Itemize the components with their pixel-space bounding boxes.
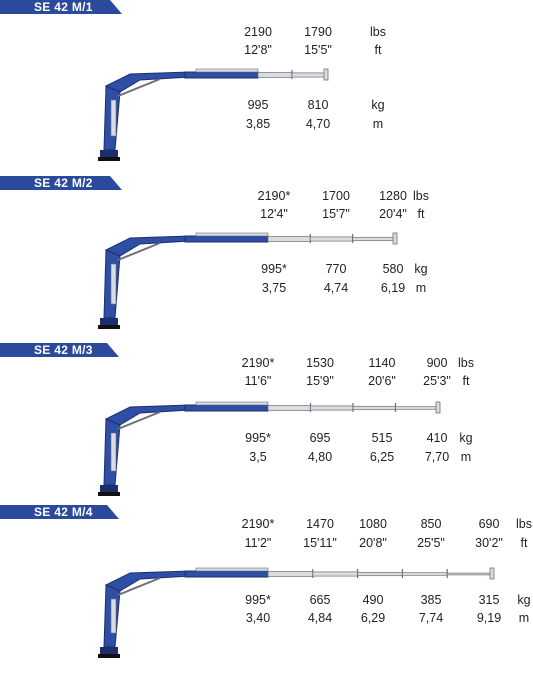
load-kg-value: 995 — [247, 98, 269, 112]
crane-drawing — [98, 401, 441, 496]
unit-lbs: lbs — [413, 189, 429, 203]
load-lbs-value: 1470 — [306, 517, 334, 531]
unit-m: m — [415, 281, 427, 295]
load-kg-value: 695 — [309, 431, 331, 445]
reach-ft-value: 20'4" — [379, 207, 407, 221]
crane-drawing — [98, 567, 495, 658]
load-kg-value: 410 — [426, 431, 448, 445]
reach-m-value: 6,19 — [380, 281, 406, 295]
load-kg-value: 995* — [245, 431, 271, 445]
crane-section: SE 42 M/2 2190* 12'4" 1700 15'7" 1280 20'4" lbs… — [0, 176, 533, 346]
reach-m-value: 4,84 — [307, 611, 333, 625]
reach-ft-value: 25'5" — [417, 536, 445, 550]
section-title: SE 42 M/3 — [34, 343, 93, 357]
reach-m-value: 7,74 — [418, 611, 444, 625]
reach-m-value: 4,80 — [307, 450, 333, 464]
unit-ft: ft — [374, 43, 382, 57]
load-kg-value: 995* — [261, 262, 287, 276]
reach-m-value: 9,19 — [476, 611, 502, 625]
crane-section: SE 42 M/1 2190 12'8" 1790 15'5" lbs ft 995 3,85 8… — [0, 0, 533, 170]
load-kg-value: 315 — [478, 593, 500, 607]
reach-m-value: 4,70 — [305, 117, 331, 131]
unit-kg: kg — [459, 431, 473, 445]
reach-ft-value: 20'8" — [359, 536, 387, 550]
load-lbs-value: 1530 — [306, 356, 334, 370]
unit-ft: ft — [417, 207, 425, 221]
reach-m-value: 3,40 — [245, 611, 271, 625]
load-lbs-value: 1140 — [368, 356, 396, 370]
section-banner — [0, 0, 122, 14]
reach-ft-value: 20'6" — [368, 374, 396, 388]
crane-drawing — [98, 232, 398, 329]
reach-ft-value: 12'8" — [244, 43, 272, 57]
load-lbs-value: 690 — [478, 517, 500, 531]
reach-ft-value: 25'3" — [423, 374, 451, 388]
load-kg-value: 810 — [307, 98, 329, 112]
load-kg-value: 580 — [382, 262, 404, 276]
load-kg-value: 490 — [362, 593, 384, 607]
section-banner — [0, 343, 119, 357]
unit-lbs: lbs — [458, 356, 474, 370]
reach-m-value: 7,70 — [424, 450, 450, 464]
unit-kg: kg — [371, 98, 385, 112]
load-kg-value: 385 — [420, 593, 442, 607]
reach-m-value: 6,25 — [369, 450, 395, 464]
reach-ft-value: 15'9" — [306, 374, 334, 388]
reach-ft-value: 11'6" — [244, 374, 272, 388]
unit-kg: kg — [414, 262, 428, 276]
unit-m: m — [518, 611, 530, 625]
load-lbs-value: 850 — [420, 517, 442, 531]
reach-m-value: 4,74 — [323, 281, 349, 295]
section-banner — [0, 505, 119, 519]
section-title: SE 42 M/2 — [34, 176, 93, 190]
reach-m-value: 3,75 — [261, 281, 287, 295]
load-kg-value: 995* — [245, 593, 271, 607]
crane-drawing — [98, 68, 329, 161]
reach-ft-value: 11'2" — [244, 536, 272, 550]
load-lbs-value: 1280 — [379, 189, 407, 203]
reach-ft-value: 12'4" — [260, 207, 288, 221]
reach-m-value: 6,29 — [360, 611, 386, 625]
load-lbs-value: 1700 — [322, 189, 350, 203]
reach-ft-value: 15'5" — [304, 43, 332, 57]
section-title: SE 42 M/1 — [34, 0, 93, 14]
load-kg-value: 665 — [309, 593, 331, 607]
unit-m: m — [372, 117, 384, 131]
load-lbs-value: 1080 — [359, 517, 387, 531]
load-lbs-value: 1790 — [304, 25, 332, 39]
load-kg-value: 515 — [371, 431, 393, 445]
unit-m: m — [460, 450, 472, 464]
section-banner — [0, 176, 122, 190]
load-lbs-value: 2190* — [257, 189, 291, 203]
load-kg-value: 770 — [325, 262, 347, 276]
load-lbs-value: 2190* — [241, 356, 275, 370]
unit-ft: ft — [520, 536, 528, 550]
reach-ft-value: 15'7" — [322, 207, 350, 221]
reach-m-value: 3,85 — [245, 117, 271, 131]
load-lbs-value: 900 — [426, 356, 448, 370]
reach-ft-value: 30'2" — [475, 536, 503, 550]
unit-lbs: lbs — [516, 517, 532, 531]
crane-section: SE 42 M/3 2190* 11'6" 1530 15'9" 1140 20'6" 900… — [0, 343, 533, 513]
unit-ft: ft — [462, 374, 470, 388]
reach-ft-value: 15'11" — [303, 536, 337, 550]
unit-kg: kg — [517, 593, 531, 607]
section-title: SE 42 M/4 — [34, 505, 93, 519]
load-lbs-value: 2190* — [241, 517, 275, 531]
unit-lbs: lbs — [370, 25, 386, 39]
crane-section: SE 42 M/4 2190* 11'2" 1470 15'11" 1080 20'8" 85… — [0, 505, 533, 675]
reach-m-value: 3,5 — [249, 450, 267, 464]
load-lbs-value: 2190 — [244, 25, 272, 39]
